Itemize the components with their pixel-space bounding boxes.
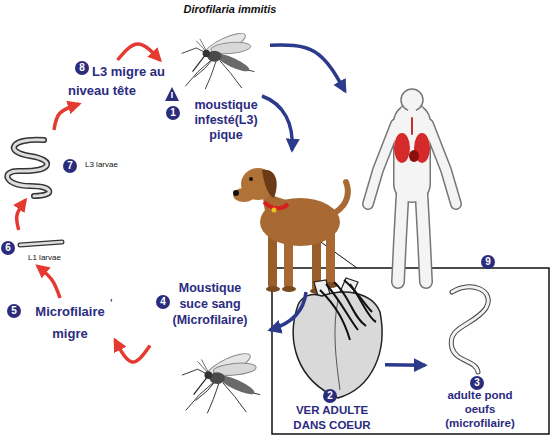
- stage-label: L3 migre au niveau tête: [68, 62, 178, 100]
- mosquito-drawing: [182, 29, 255, 89]
- dog-drawing: [233, 168, 348, 294]
- flow-arrow: [17, 200, 26, 230]
- leader-line: [318, 240, 357, 268]
- stage-node: 2VER ADULTE DANS COEUR: [280, 278, 385, 433]
- flow-arrow: [38, 266, 61, 298]
- worm-drawing: [451, 287, 488, 372]
- flow-arrow: [262, 96, 292, 150]
- flow-arrow: [385, 363, 425, 367]
- flow-arrow: [270, 292, 306, 330]
- stage-node: 3adulte pond oeufs (microfilaire): [425, 280, 540, 435]
- stage-node: 5 Microfilaire migre: [5, 298, 115, 346]
- stage-label: adulte pond oeufs (microfilaire): [435, 388, 525, 430]
- stage-label: VER ADULTE DANS COEUR: [282, 403, 382, 433]
- callout-number: 3: [470, 376, 484, 390]
- flow-arrow: [270, 45, 345, 91]
- callout-number: 6: [1, 241, 15, 255]
- note-label: ': [110, 296, 112, 311]
- callout-number: 4: [156, 295, 170, 309]
- stage-label: L3 larvae: [85, 160, 130, 170]
- stage-label: moustique infesté(L3) pique: [182, 98, 270, 143]
- stage-label: Microfilaire migre: [27, 301, 113, 345]
- info-icon: [165, 87, 179, 101]
- human-drawing: [368, 89, 456, 282]
- callout-number: 9: [481, 255, 495, 269]
- callout-number: 1: [166, 106, 180, 120]
- callout-number: 2: [323, 389, 337, 403]
- stage-node: 7 L3 larvae: [2, 130, 132, 200]
- stage-node: 1moustique infesté(L3) pique: [160, 28, 270, 143]
- callout-number: 7: [63, 159, 77, 173]
- flow-arrow: [54, 104, 79, 130]
- larva-drawing: [7, 140, 62, 245]
- mosquito-drawing: [182, 349, 260, 413]
- flow-arrow: [115, 340, 150, 362]
- stage-node: 4Moustique suce sang (Microfilaire): [150, 278, 270, 428]
- inset-frame: [272, 268, 549, 434]
- callout-number: 5: [7, 304, 21, 318]
- callout-number: 8: [75, 61, 89, 75]
- diagram-title: Dirofilaria immitis: [160, 3, 300, 15]
- flow-arrow: [118, 44, 161, 60]
- stage-label: L1 larvae: [28, 253, 73, 263]
- stage-node: 8L3 migre au niveau tête: [68, 60, 178, 104]
- stage-node: 6 L1 larvae: [0, 230, 75, 266]
- stage-label: Moustique suce sang (Microfilaire): [166, 280, 254, 328]
- stage-node: 9: [345, 85, 500, 290]
